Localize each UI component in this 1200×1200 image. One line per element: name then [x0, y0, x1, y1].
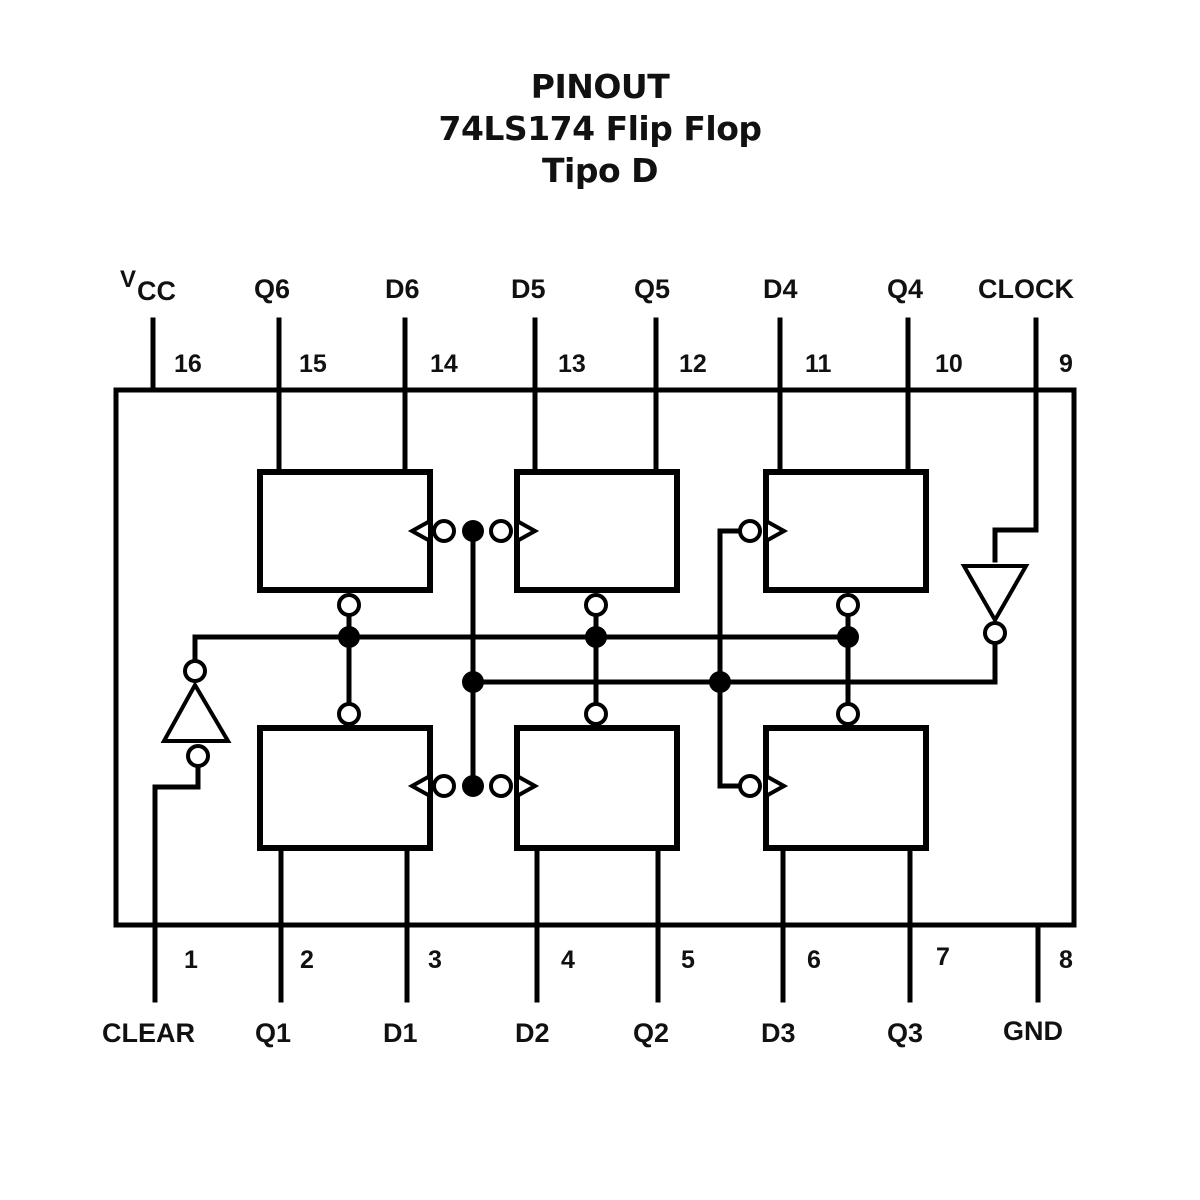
clock-buffer-bubble: [983, 621, 1007, 645]
title-line-1: PINOUT: [530, 67, 670, 106]
clear-buffer-bubble-top: [183, 659, 207, 683]
clear-buffer-bubble-bottom: [186, 744, 210, 768]
clock-edge-markers: [407, 517, 789, 800]
clock-buffer-triangle: [960, 564, 1030, 625]
pin-name-11: D4: [763, 274, 798, 304]
pin-name-4: D2: [515, 1018, 550, 1048]
flip-flop-3: [763, 725, 929, 851]
bottom-pin-names: CLEAR Q1 D1 D2 Q2 D3 Q3 GND: [102, 1016, 1063, 1048]
clock-marker-ff4: [764, 517, 789, 545]
clock-bubble-ff6: [432, 519, 456, 543]
clear-bubble-ff1: [337, 702, 361, 726]
pin-number-15: 15: [299, 350, 327, 378]
pin-number-7: 7: [936, 943, 950, 971]
clock-marker-ff6: [407, 517, 432, 545]
ic-body-outline: [113, 387, 1077, 928]
flip-flop-5: [514, 469, 680, 593]
clear-bubble-ff3: [836, 702, 860, 726]
junction-clear-col1: [338, 626, 360, 648]
junction-clear-col2: [585, 626, 607, 648]
pin-name-14: D6: [385, 274, 420, 304]
junction-clock-left: [462, 671, 484, 693]
bottom-pin-leads: [152, 784, 1041, 1003]
top-pin-leads: [150, 317, 1039, 533]
junction-clock-right: [709, 671, 731, 693]
junction-clock-bottom: [462, 775, 484, 797]
pin-number-13: 13: [558, 350, 586, 378]
clock-inverter: [960, 564, 1030, 645]
pin-name-3: D1: [383, 1018, 418, 1048]
diagram-title: PINOUT 74LS174 Flip Flop Tipo D: [0, 66, 1200, 192]
pin-number-9: 9: [1059, 350, 1073, 378]
clock-marker-ff1: [407, 772, 432, 800]
pin-name-10: Q4: [887, 274, 923, 304]
internal-wiring: [152, 527, 1039, 790]
pin-name-7: Q3: [887, 1018, 923, 1048]
junction-clear-col3: [837, 626, 859, 648]
top-pin-numbers: 16 15 14 13 12 11 10 9: [174, 350, 1073, 378]
flip-flop-6: [257, 469, 433, 593]
pin-name-12: Q5: [634, 274, 670, 304]
pin-name-8: GND: [1003, 1016, 1063, 1046]
pin-number-3: 3: [428, 946, 442, 974]
clear-bubble-ff4: [836, 593, 860, 617]
top-pin-names: V CC Q6 D6 D5 Q5 D4 Q4 CLOCK: [120, 266, 1074, 306]
pin-number-6: 6: [807, 946, 821, 974]
pin-name-15: Q6: [254, 274, 290, 304]
junction-dots: [338, 520, 859, 797]
pin-name-16: V: [120, 266, 136, 293]
clear-bubble-ff6: [337, 593, 361, 617]
pin-number-12: 12: [679, 350, 707, 378]
junction-clock-top: [462, 520, 484, 542]
pin-name-5: Q2: [633, 1018, 669, 1048]
clock-bubble-ff4: [738, 519, 762, 543]
pin-name-1: CLEAR: [102, 1018, 195, 1048]
pin-number-10: 10: [935, 350, 963, 378]
pin-name-2: Q1: [255, 1018, 291, 1048]
pin-number-2: 2: [300, 946, 314, 974]
clear-buffer-triangle: [160, 680, 232, 743]
pin-number-16: 16: [174, 350, 202, 378]
flip-flop-4: [763, 469, 929, 593]
pin-number-8: 8: [1059, 946, 1073, 974]
flip-flop-1: [257, 725, 433, 851]
pin-number-14: 14: [430, 350, 458, 378]
pin-name-6: D3: [761, 1018, 796, 1048]
clear-input-wire: [152, 767, 201, 790]
clear-bubble-ff5: [584, 593, 608, 617]
clock-bubble-ff2: [489, 774, 513, 798]
clear-inverter: [160, 659, 232, 768]
bottom-pin-numbers: 1 2 3 4 5 6 7 8: [184, 943, 1073, 974]
clear-bubble-ff2: [584, 702, 608, 726]
clock-marker-ff5: [515, 517, 540, 545]
clock-input-wire: [992, 527, 1039, 563]
flip-flop-2: [514, 725, 680, 851]
clock-marker-ff2: [515, 772, 540, 800]
title-line-3: Tipo D: [542, 151, 659, 190]
pin-number-11: 11: [805, 350, 832, 378]
pin-name-16-sub: CC: [137, 276, 176, 306]
title-line-2: 74LS174 Flip Flop: [438, 109, 762, 148]
pin-number-5: 5: [681, 946, 695, 974]
pin-number-1: 1: [184, 946, 198, 974]
pin-name-13: D5: [511, 274, 546, 304]
clock-bubble-ff4b: [738, 774, 762, 798]
flip-flop-boxes: [257, 469, 929, 851]
inversion-bubbles: [337, 519, 860, 798]
pin-name-9: CLOCK: [978, 274, 1074, 304]
clock-bubble-ff1: [432, 774, 456, 798]
clock-bubble-ff5: [489, 519, 513, 543]
clock-marker-ff3: [764, 772, 789, 800]
pin-number-4: 4: [561, 946, 575, 974]
clock-trunk-right: [717, 528, 743, 789]
